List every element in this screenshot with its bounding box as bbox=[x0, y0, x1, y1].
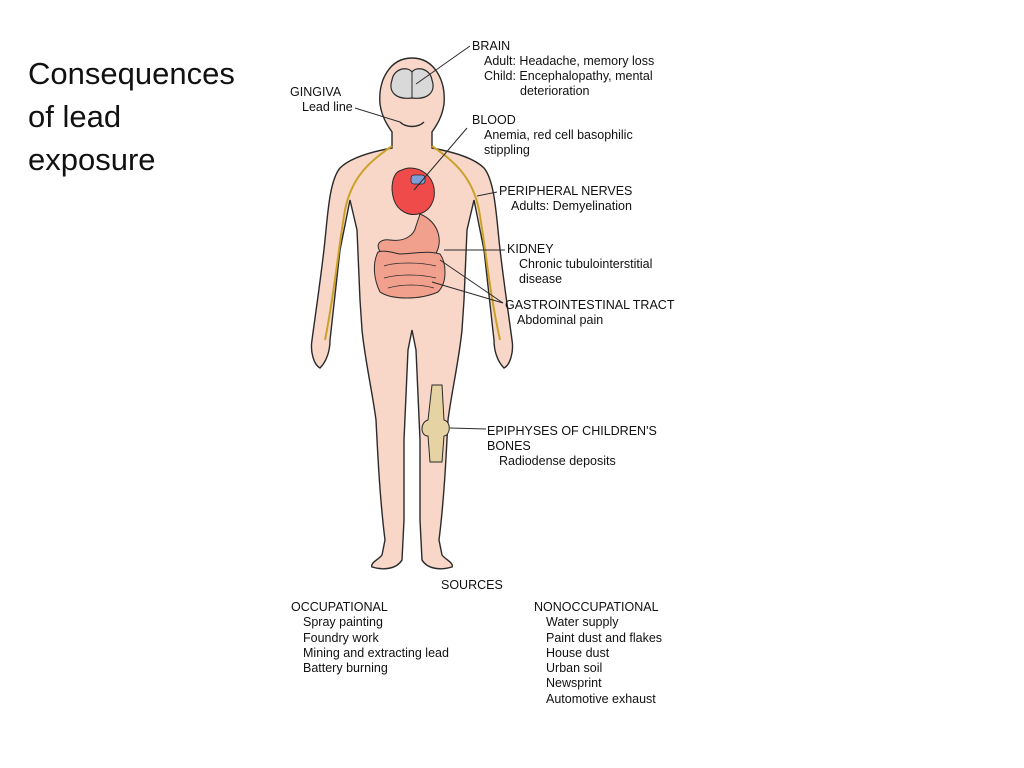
label-gi-tract: GASTROINTESTINAL TRACT Abdominal pain bbox=[505, 298, 674, 328]
label-brain-child-cont: deterioration bbox=[472, 84, 654, 99]
label-gi-detail: Abdominal pain bbox=[505, 313, 674, 328]
source-item: Mining and extracting lead bbox=[303, 646, 449, 661]
label-gingiva-detail: Lead line bbox=[290, 100, 353, 115]
label-nerves-heading: PERIPHERAL NERVES bbox=[499, 184, 632, 199]
label-gi-heading: GASTROINTESTINAL TRACT bbox=[505, 298, 674, 313]
label-blood-detail: Anemia, red cell basophilic bbox=[472, 128, 633, 143]
label-kidney-detail: Chronic tubulointerstitial bbox=[507, 257, 652, 272]
source-item: Automotive exhaust bbox=[546, 692, 662, 707]
source-item: Spray painting bbox=[303, 615, 449, 630]
label-nerves-detail: Adults: Demyelination bbox=[499, 199, 632, 214]
label-kidney: KIDNEY Chronic tubulointerstitial diseas… bbox=[507, 242, 652, 287]
label-gingiva-heading: GINGIVA bbox=[290, 85, 353, 100]
label-peripheral-nerves: PERIPHERAL NERVES Adults: Demyelination bbox=[499, 184, 632, 214]
source-item: Battery burning bbox=[303, 661, 449, 676]
label-blood-heading: BLOOD bbox=[472, 113, 633, 128]
occupational-heading: OCCUPATIONAL bbox=[291, 600, 449, 615]
occupational-list: Spray painting Foundry work Mining and e… bbox=[291, 615, 449, 676]
label-gingiva: GINGIVA Lead line bbox=[290, 85, 353, 115]
source-item: Urban soil bbox=[546, 661, 662, 676]
label-kidney-heading: KIDNEY bbox=[507, 242, 652, 257]
label-blood: BLOOD Anemia, red cell basophilic stippl… bbox=[472, 113, 633, 158]
sources-title: SOURCES bbox=[441, 578, 503, 592]
label-brain: BRAIN Adult: Headache, memory loss Child… bbox=[472, 39, 654, 99]
nonoccupational-heading: NONOCCUPATIONAL bbox=[534, 600, 662, 615]
label-brain-heading: BRAIN bbox=[472, 39, 654, 54]
source-item: Paint dust and flakes bbox=[546, 631, 662, 646]
nonoccupational-list: Water supply Paint dust and flakes House… bbox=[534, 615, 662, 707]
nonoccupational-sources: NONOCCUPATIONAL Water supply Paint dust … bbox=[534, 600, 662, 707]
intestines-shape bbox=[374, 251, 445, 298]
bones-leader bbox=[450, 428, 486, 429]
occupational-sources: OCCUPATIONAL Spray painting Foundry work… bbox=[291, 600, 449, 676]
source-item: Foundry work bbox=[303, 631, 449, 646]
label-bones-detail: Radiodense deposits bbox=[487, 454, 657, 469]
source-item: Water supply bbox=[546, 615, 662, 630]
label-bones-heading-cont: BONES bbox=[487, 439, 657, 454]
label-brain-child: Child: Encephalopathy, mental bbox=[472, 69, 654, 84]
source-item: House dust bbox=[546, 646, 662, 661]
label-kidney-detail: disease bbox=[507, 272, 652, 287]
source-item: Newsprint bbox=[546, 676, 662, 691]
label-bones-heading: EPIPHYSES OF CHILDREN'S bbox=[487, 424, 657, 439]
label-blood-detail: stippling bbox=[472, 143, 633, 158]
label-brain-adult: Adult: Headache, memory loss bbox=[472, 54, 654, 69]
label-bones: EPIPHYSES OF CHILDREN'S BONES Radiodense… bbox=[487, 424, 657, 469]
